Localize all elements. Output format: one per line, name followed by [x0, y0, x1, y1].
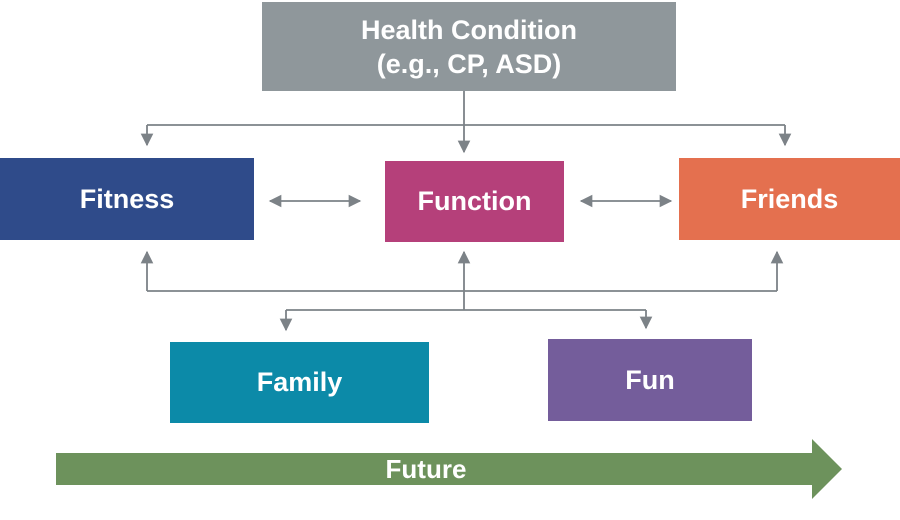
fitness-label: Fitness: [79, 183, 175, 214]
fitness-box: Fitness: [0, 158, 254, 240]
health-condition-label: Health Condition: [361, 14, 577, 45]
fun-box: Fun: [548, 339, 752, 421]
fun-label: Fun: [625, 364, 675, 395]
family-label: Family: [256, 367, 343, 397]
future-label: Future: [385, 454, 467, 484]
health-condition-box: Health Condition (e.g., CP, ASD): [262, 2, 676, 91]
family-box: Family: [170, 342, 429, 423]
health-condition-examples: (e.g., CP, ASD): [376, 48, 562, 79]
friends-label: Friends: [740, 183, 839, 214]
future-arrow: [56, 439, 842, 499]
function-box: Function: [385, 161, 564, 242]
function-label: Function: [417, 186, 532, 216]
friends-box: Friends: [679, 158, 900, 240]
